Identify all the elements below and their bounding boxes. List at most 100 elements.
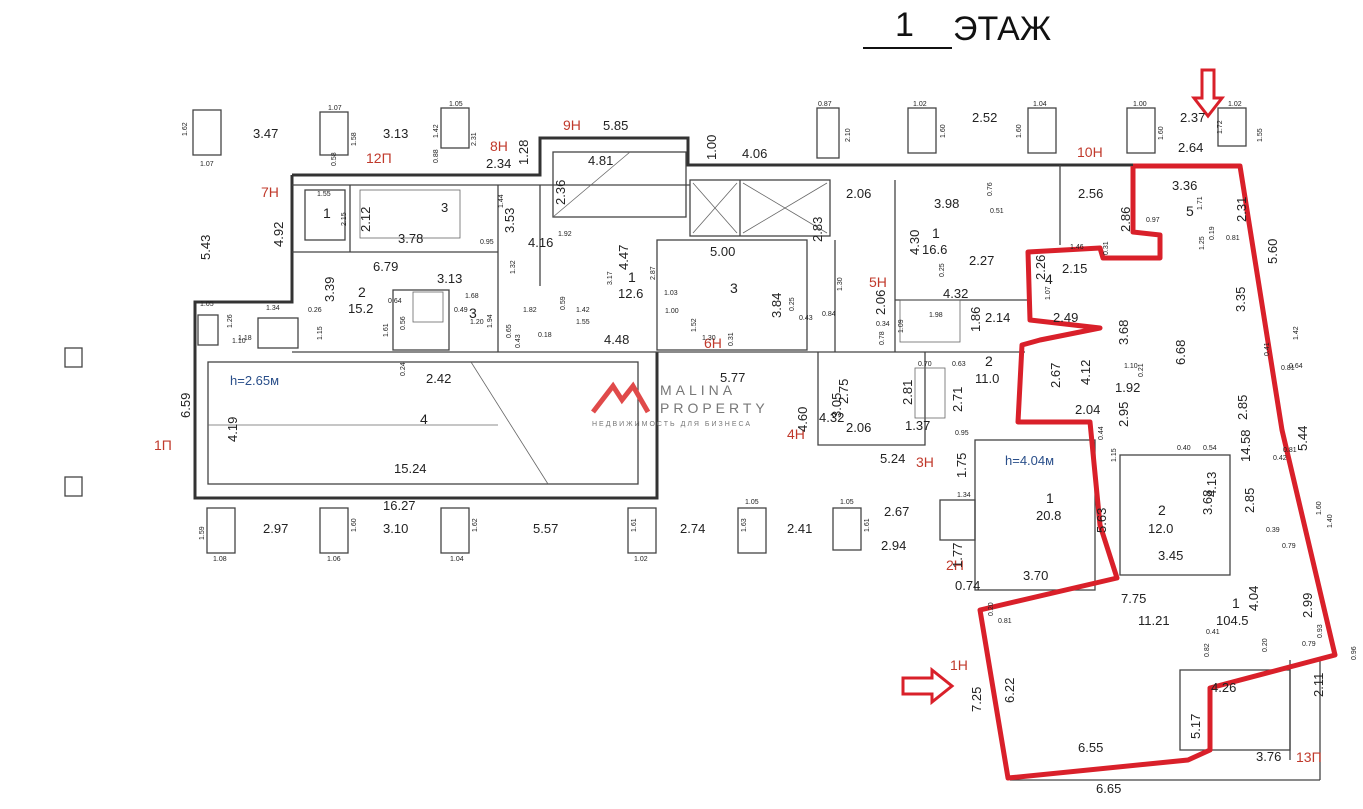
dimension-label: 1.55 — [576, 319, 590, 326]
dimension-label: 2.12 — [358, 207, 373, 232]
dimension-label: 2.31 — [471, 132, 478, 146]
floor-title: 1 ЭТАЖ — [863, 6, 1051, 49]
dimension-label: 1.09 — [898, 319, 905, 333]
dimension-label: 4.81 — [588, 153, 613, 168]
dimension-label: 2.34 — [486, 156, 511, 171]
dimension-label: 3.36 — [1172, 178, 1197, 193]
dimension-label: 2.86 — [1118, 207, 1133, 232]
dimension-label: 5.17 — [1188, 714, 1203, 739]
dimension-label: 14.58 — [1238, 429, 1253, 462]
dimension-label: 2.27 — [969, 253, 994, 268]
dimension-label: 1.40 — [1327, 514, 1334, 528]
dimension-label: 1.34 — [957, 492, 971, 499]
dimension-label: 0.56 — [400, 316, 407, 330]
dimension-label: 1.92 — [558, 231, 572, 238]
dimension-label: 2.06 — [873, 290, 888, 315]
svg-text:11.0: 11.0 — [975, 371, 999, 386]
dimension-label: 2.67 — [1048, 363, 1063, 388]
svg-text:2: 2 — [985, 353, 993, 369]
dimension-label: 1.75 — [954, 453, 969, 478]
dimension-label: 1.25 — [1199, 236, 1206, 250]
dimension-label: 0.44 — [1098, 426, 1105, 440]
dimension-label: 4.32 — [819, 410, 844, 425]
svg-text:7Н: 7Н — [261, 184, 279, 200]
dimension-label: 1.00 — [665, 308, 679, 315]
dimension-label: 2.14 — [985, 310, 1010, 325]
arrow-top — [1190, 68, 1226, 119]
svg-text:1: 1 — [323, 205, 331, 221]
svg-text:3: 3 — [469, 305, 477, 321]
ceiling-height-left: h=2.65м — [230, 373, 279, 388]
dimension-label: 2.10 — [845, 128, 852, 142]
dimension-label: 0.18 — [538, 332, 552, 339]
dimension-label: 1.06 — [327, 556, 341, 563]
dimension-label: 0.54 — [1203, 445, 1217, 452]
dimension-label: 6.68 — [1173, 340, 1188, 365]
dimension-label: 2.06 — [846, 420, 871, 435]
dimension-label: 5.57 — [533, 521, 558, 536]
dimensions-top: 1.621.073.471.071.580.583.131.051.420.88… — [182, 101, 1264, 168]
dimension-label: 1.77 — [950, 543, 965, 568]
dimension-label: 0.40 — [1177, 445, 1191, 452]
dimension-label: 1.58 — [351, 132, 358, 146]
dimension-label: 0.81 — [1281, 365, 1295, 372]
dimension-label: 0.43 — [515, 334, 522, 348]
dimension-label: 1.62 — [182, 122, 189, 136]
building-walls — [193, 136, 1321, 781]
dimension-label: 6.22 — [1002, 678, 1017, 703]
dimension-label: 1.20 — [470, 319, 484, 326]
dimension-label: 1.61 — [864, 518, 871, 532]
dimension-label: 0.74 — [955, 578, 980, 593]
dimension-label: 2.95 — [1116, 402, 1131, 427]
dimension-label: 1.05 — [840, 499, 854, 506]
dimension-label: 2.64 — [1178, 140, 1203, 155]
dimension-label: 2.87 — [650, 266, 657, 280]
dimension-label: 0.41 — [1206, 629, 1220, 636]
dimension-label: 0.95 — [480, 239, 494, 246]
svg-text:12.0: 12.0 — [1148, 521, 1173, 536]
dimension-label: 1.44 — [498, 194, 505, 208]
dimension-label: 2.36 — [553, 180, 568, 205]
svg-text:3Н: 3Н — [916, 454, 934, 470]
dimension-label: 0.25 — [939, 263, 946, 277]
dimension-label: 5.43 — [198, 235, 213, 260]
dimension-label: 2.37 — [1180, 110, 1205, 125]
dimension-label: 5.60 — [1265, 239, 1280, 264]
dimension-label: 1.32 — [510, 260, 517, 274]
svg-text:НЕДВИЖИМОСТЬ ДЛЯ БИЗНЕСА: НЕДВИЖИМОСТЬ ДЛЯ БИЗНЕСА — [592, 421, 752, 428]
svg-text:16.6: 16.6 — [922, 242, 947, 257]
dimension-label: 2.99 — [1300, 593, 1315, 618]
dimension-label: 1.02 — [634, 556, 648, 563]
dimension-label: 0.79 — [1282, 543, 1296, 550]
dimension-label: 4.26 — [1211, 680, 1236, 695]
dimension-label: 0.42 — [1273, 455, 1287, 462]
dimension-label: 2.81 — [900, 380, 915, 405]
dimension-label: 1.05 — [449, 101, 463, 108]
legend-square-1 — [64, 347, 83, 368]
dimension-label: 4.60 — [795, 407, 810, 432]
dimension-label: 1.10 — [1124, 363, 1138, 370]
dimension-label: 0.49 — [454, 307, 468, 314]
dimension-label: 0.95 — [955, 430, 969, 437]
dimension-label: 0.78 — [879, 331, 886, 345]
svg-text:1: 1 — [628, 269, 636, 285]
svg-text:1Н: 1Н — [950, 657, 968, 673]
dimension-label: 2.31 — [1234, 197, 1249, 222]
room-labels: 1 2 15.2 3 4 1 12.6 3 1 16.6 2 11.0 1 20… — [323, 203, 1249, 628]
logo-mark-icon — [591, 381, 651, 414]
dimension-label: 5.24 — [880, 451, 905, 466]
svg-text:3: 3 — [730, 280, 738, 296]
dimension-label: 0.25 — [789, 297, 796, 311]
dimension-label: 5.44 — [1295, 426, 1310, 451]
arrow-left — [901, 666, 955, 706]
dimension-label: 0.43 — [799, 315, 813, 322]
watermark-logo: MALINA PROPERTY НЕДВИЖИМОСТЬ ДЛЯ БИЗНЕСА — [591, 381, 765, 428]
dimension-label: 16.27 — [383, 498, 416, 513]
dimension-label: 0.34 — [876, 321, 890, 328]
dimension-label: 2.15 — [341, 212, 348, 226]
dimension-label: 0.31 — [728, 332, 735, 346]
dimension-label: 5.85 — [603, 118, 628, 133]
svg-text:1П: 1П — [154, 437, 172, 453]
dimension-label: 1.71 — [1197, 196, 1204, 210]
